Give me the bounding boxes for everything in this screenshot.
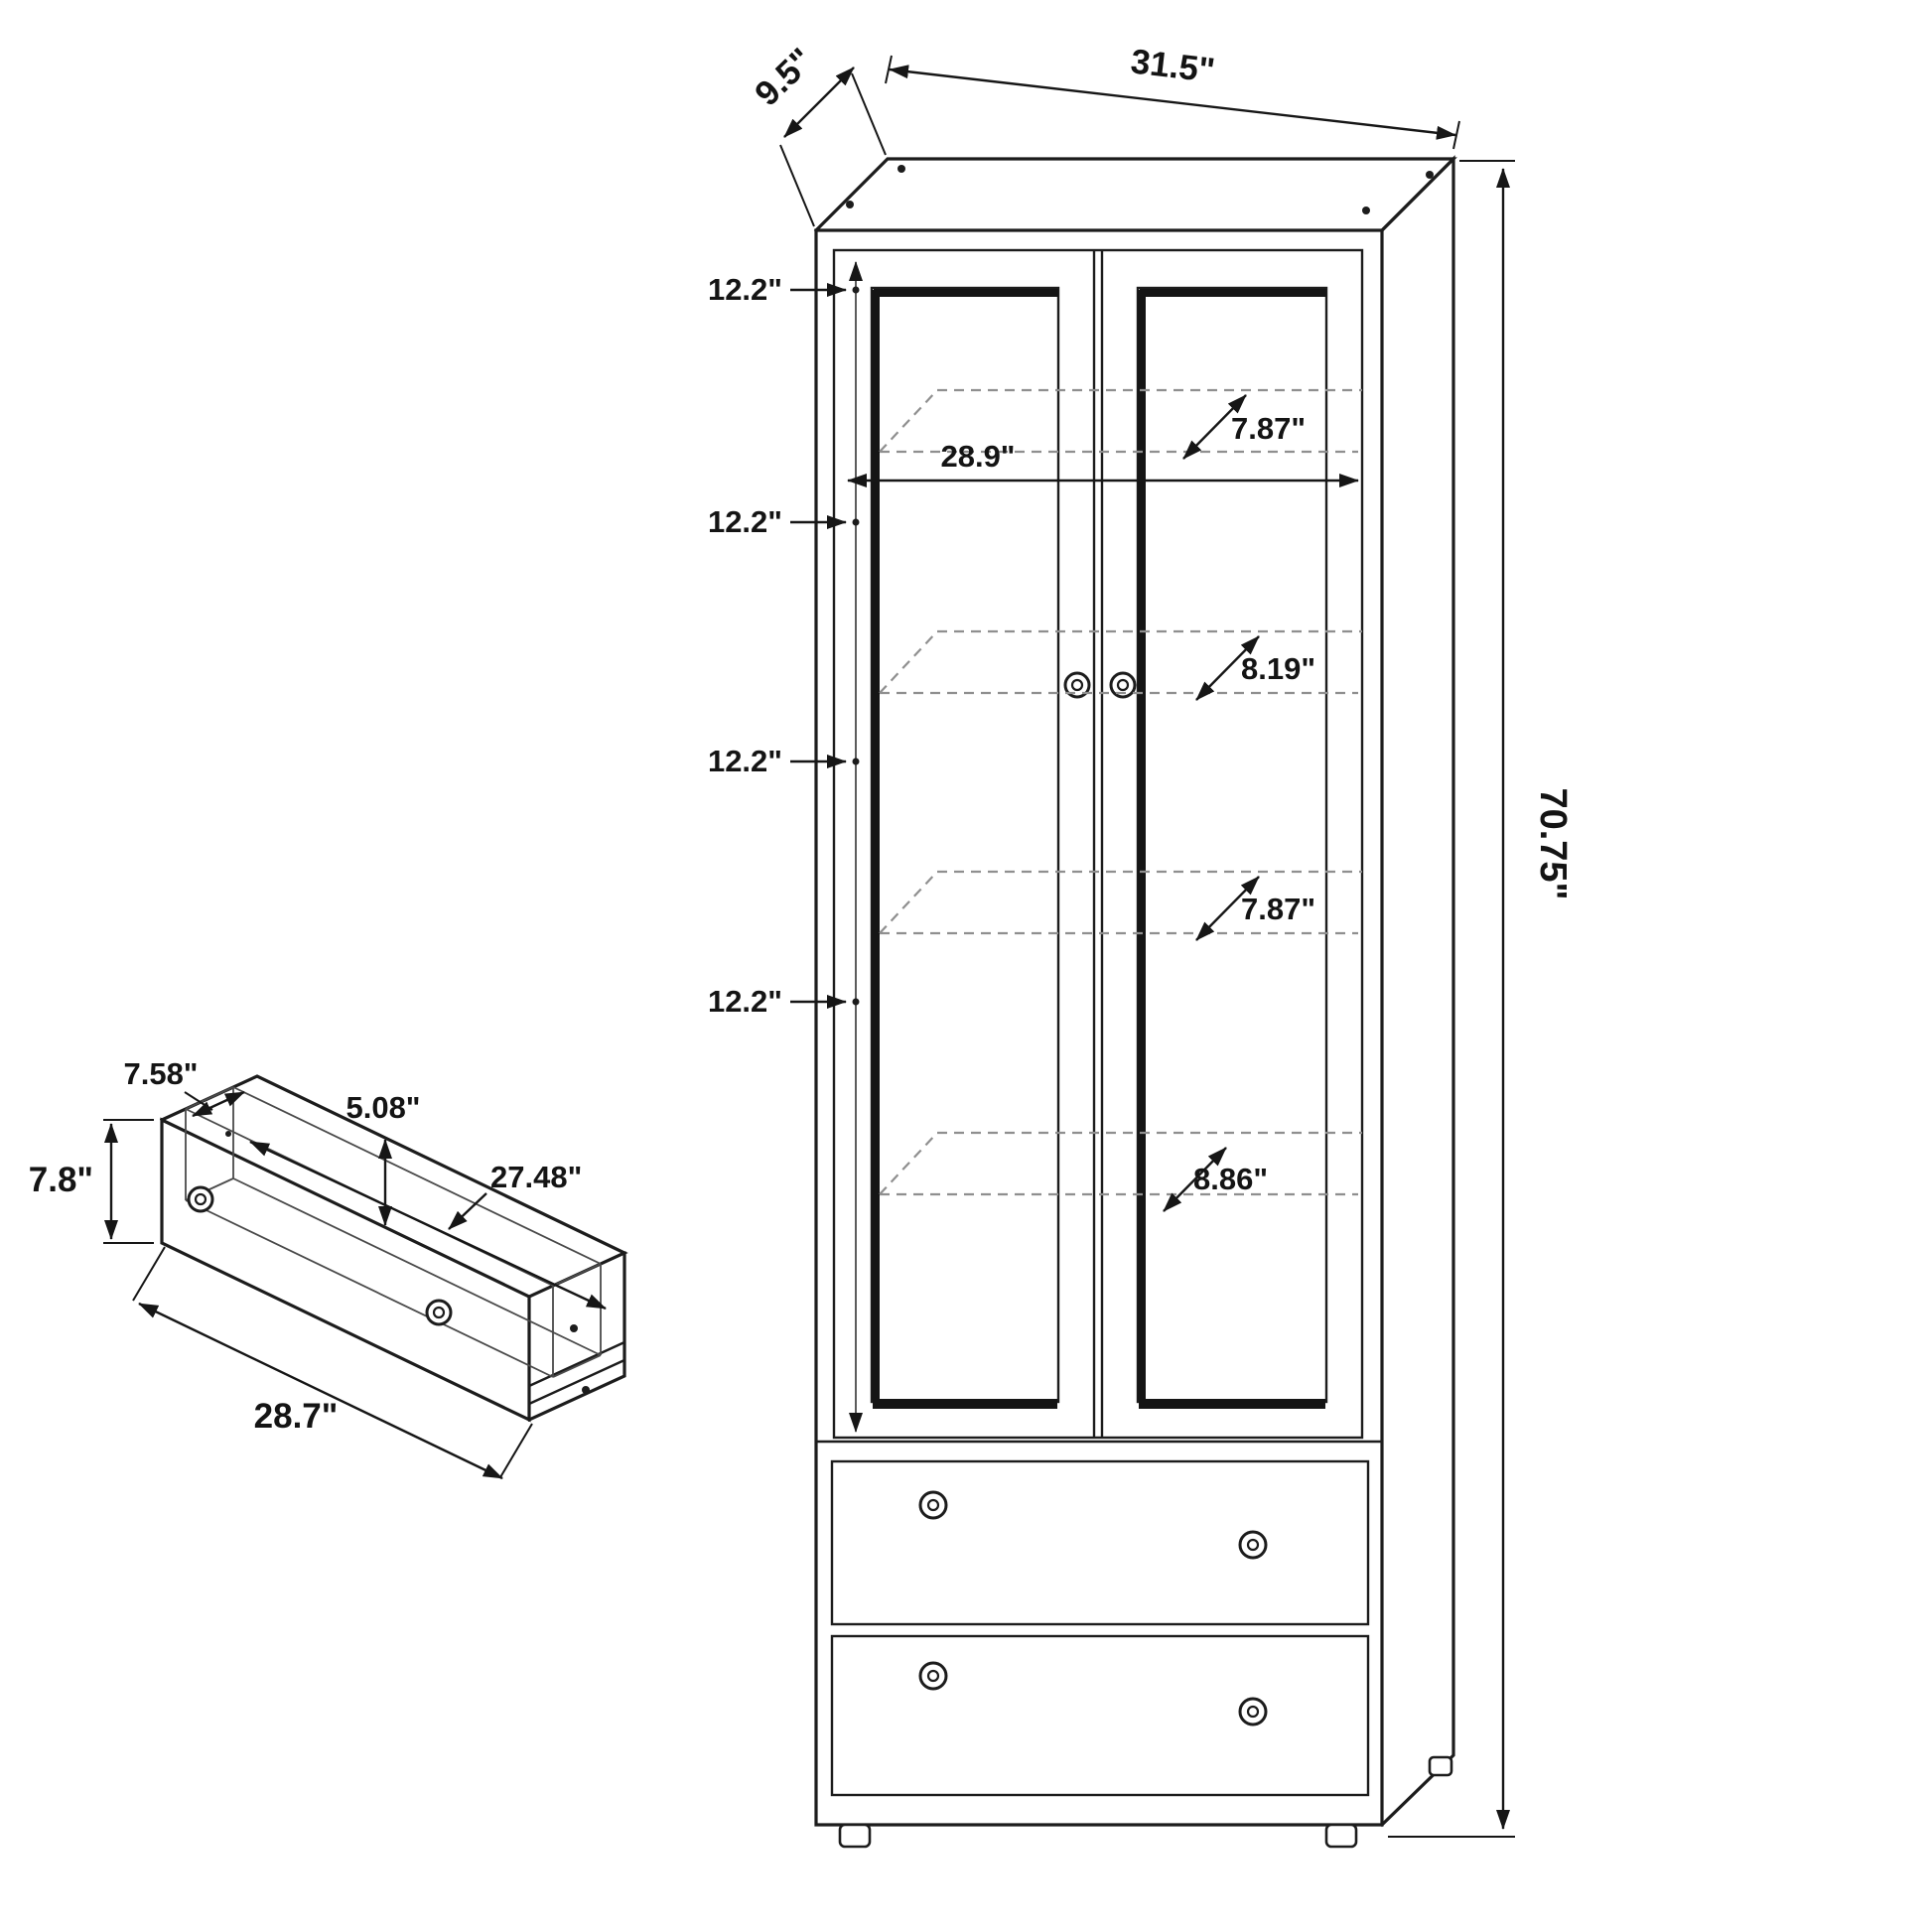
- cabinet-side-face: [1379, 155, 1455, 1828]
- pin-dot: [852, 286, 860, 294]
- dim-cabinet-width: 31.5": [885, 42, 1460, 150]
- drawer-detail-right-knob-center: [432, 1306, 446, 1319]
- length-ext-right: [499, 1423, 533, 1478]
- shelf-depth-arrow-3: [1195, 876, 1260, 941]
- dim-cabinet-depth: 9.5": [748, 41, 887, 227]
- shelf-dashed-2: [879, 629, 1362, 695]
- depth-ext-2: [851, 72, 887, 156]
- depth-ext-1: [779, 144, 815, 227]
- cabinet-height-label: 70.75": [1532, 787, 1574, 899]
- drawer-inner-length-label: 27.48": [490, 1160, 582, 1194]
- cabinet-depth-label: 9.5": [748, 41, 821, 113]
- drawer-dimensions: 7.8" 7.58" 5.08" 27.48" 28.7": [29, 1056, 607, 1480]
- right-door-knob-center: [1116, 678, 1130, 692]
- cabinet-drawer-1: [830, 1459, 1370, 1626]
- shelf-dashed-3: [879, 870, 1362, 935]
- shelf-dashed-4: [879, 1131, 1362, 1196]
- right-door: [1136, 286, 1328, 1409]
- shelf-spacing-label-4: 12.2": [708, 984, 782, 1019]
- end-screw-dot: [570, 1324, 578, 1332]
- shelf-depth-label-2: 8.19": [1241, 651, 1315, 686]
- drawer-2-left-knob-center: [926, 1669, 940, 1683]
- dim-drawer-length: 28.7": [132, 1246, 533, 1480]
- left-door: [870, 286, 1060, 1409]
- top-screw-dot: [1362, 207, 1370, 214]
- drawer-inner-height-label: 5.08": [345, 1090, 420, 1125]
- cabinet-top-face: [813, 157, 1457, 233]
- drawer-2-right-knob-center: [1246, 1705, 1260, 1719]
- shelf-pin-line: [849, 261, 863, 1433]
- cabinet-shelves: [879, 388, 1362, 1196]
- shelf-depth-label-1: 7.87": [1231, 411, 1306, 446]
- cabinet-feet: [838, 1755, 1453, 1849]
- door-frame: [832, 248, 1364, 1440]
- shelf-spacing-label-2: 12.2": [708, 504, 782, 539]
- drawer-inner-corners: [185, 1087, 602, 1377]
- top-screw-dot: [897, 165, 905, 173]
- length-ext-left: [132, 1246, 166, 1302]
- depth-dim-line: [783, 67, 855, 138]
- shelf-depth-arrow-1: [1182, 394, 1247, 460]
- drawer-inner-width-label: 7.58": [123, 1056, 198, 1091]
- width-dim-line: [889, 65, 1456, 140]
- shelf-spacing-label-1: 12.2": [708, 272, 782, 307]
- end-screw-dot: [582, 1386, 590, 1394]
- shelf-depth-arrow-4: [1163, 1147, 1227, 1212]
- dim-drawer-front-height: 7.8": [29, 1119, 154, 1244]
- cabinet-view: 31.5" 9.5" 70.75" 28.9" 12.2": [708, 41, 1574, 1849]
- shelf-dashed-1: [879, 388, 1362, 454]
- dim-shelf-depths: 7.87" 8.19" 7.87" 8.86": [1163, 394, 1315, 1212]
- drawer-2-front: [830, 1634, 1370, 1797]
- drawer-length-label: 28.7": [254, 1397, 339, 1436]
- cabinet-front-face: [814, 228, 1384, 1827]
- pin-dot: [852, 518, 860, 526]
- cabinet-body: [813, 155, 1457, 1849]
- cabinet-drawer-2: [830, 1634, 1370, 1797]
- dim-cabinet-height: 70.75": [1388, 160, 1574, 1838]
- dim-drawer-inner-width: 7.58": [123, 1056, 245, 1118]
- top-screw-dot: [1426, 171, 1434, 179]
- pin-dot: [852, 998, 860, 1006]
- shelf-depth-arrow-2: [1195, 635, 1260, 701]
- cabinet-width-label: 31.5": [1129, 42, 1217, 89]
- door-center-gap: [1092, 250, 1104, 1438]
- drawer-detail-left-knob-center: [194, 1192, 207, 1206]
- length-dim-line: [138, 1302, 503, 1480]
- dim-drawer-inner-length: 27.48": [249, 1140, 607, 1311]
- drawer-end-board-lines: [528, 1340, 625, 1406]
- drawer-body: [159, 1074, 628, 1423]
- drawer-front-height-label: 7.8": [29, 1161, 93, 1199]
- drawer-1-left-knob-center: [926, 1498, 940, 1512]
- inner-length-dim-line: [249, 1140, 607, 1311]
- drawer-front-panel: [160, 1117, 531, 1423]
- right-door-opening: [1136, 286, 1328, 1404]
- foot-front-right: [1324, 1823, 1358, 1849]
- foot-front-left: [838, 1823, 872, 1849]
- dim-shelf-spacing: 12.2" 12.2" 12.2" 12.2": [708, 272, 847, 1019]
- drawer-1-front: [830, 1459, 1370, 1626]
- drawer-1-right-knob-center: [1246, 1538, 1260, 1552]
- cabinet-dimensions: 31.5" 9.5" 70.75" 28.9" 12.2": [708, 41, 1574, 1838]
- inner-length-leader: [448, 1192, 487, 1230]
- inner-width-arrow: [192, 1090, 245, 1118]
- width-ext-tick-left: [885, 55, 893, 84]
- left-door-knob-center: [1070, 678, 1084, 692]
- dim-interior-width: 28.9": [847, 439, 1359, 487]
- drawer-detail-view: 7.8" 7.58" 5.08" 27.48" 28.7": [29, 1056, 628, 1480]
- cabinet-interior-width-label: 28.9": [940, 439, 1015, 474]
- inner-width-leader: [184, 1091, 213, 1111]
- door-knobs: [1063, 671, 1137, 699]
- shelf-depth-label-4: 8.86": [1193, 1162, 1268, 1196]
- pin-hole-dot: [225, 1131, 231, 1137]
- pin-dot: [852, 758, 860, 765]
- width-ext-tick-right: [1452, 120, 1460, 150]
- top-screw-dot: [846, 201, 854, 208]
- shelf-depth-label-3: 7.87": [1241, 892, 1315, 926]
- foot-back-right: [1428, 1755, 1453, 1777]
- drawer-right-end: [526, 1251, 626, 1423]
- shelf-spacing-label-3: 12.2": [708, 744, 782, 778]
